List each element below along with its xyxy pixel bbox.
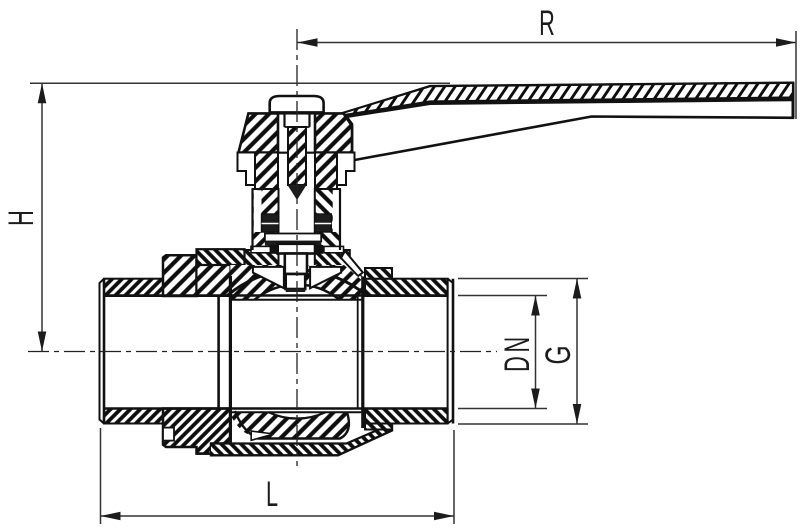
svg-text:R: R <box>539 5 555 43</box>
svg-text:L: L <box>266 476 278 514</box>
svg-text:G: G <box>540 345 578 364</box>
svg-text:H: H <box>3 210 41 226</box>
svg-text:DN: DN <box>499 333 537 372</box>
